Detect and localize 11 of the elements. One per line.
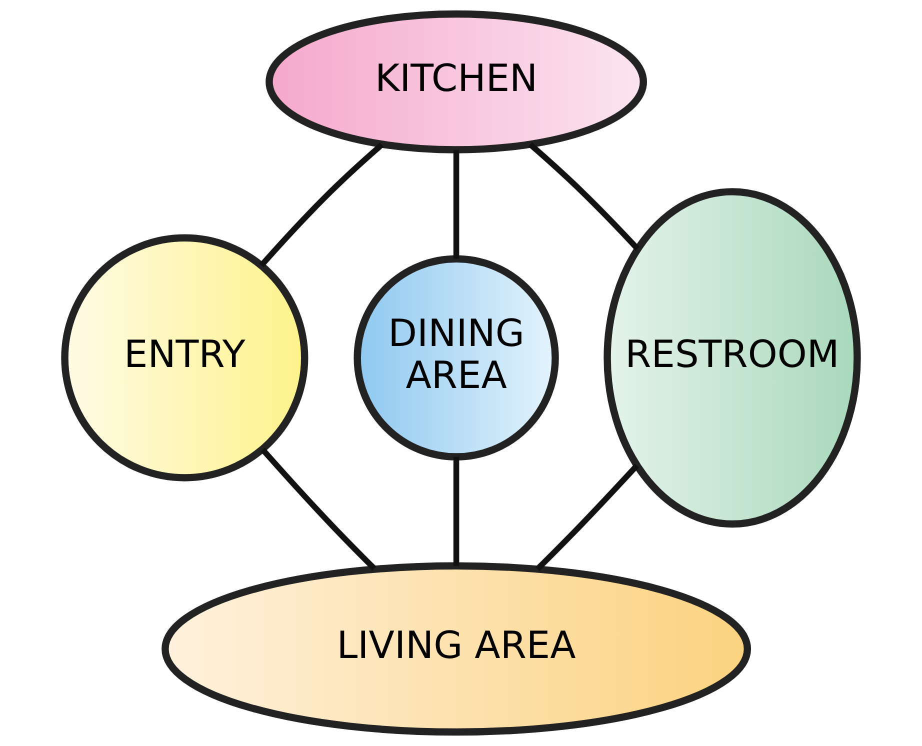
- node-circle: ENTRY: [61, 234, 308, 482]
- connector: [535, 464, 640, 572]
- node-ellipse: KITCHEN: [266, 10, 648, 154]
- connector: [453, 150, 460, 259]
- node-ellipse: LIVING AREA: [162, 562, 752, 736]
- node-circle: DINING AREA: [354, 255, 559, 460]
- connector: [528, 142, 640, 251]
- connector: [260, 448, 376, 571]
- node-ellipse: RESTROOM: [604, 188, 861, 528]
- connector: [259, 142, 384, 268]
- connector: [453, 456, 460, 566]
